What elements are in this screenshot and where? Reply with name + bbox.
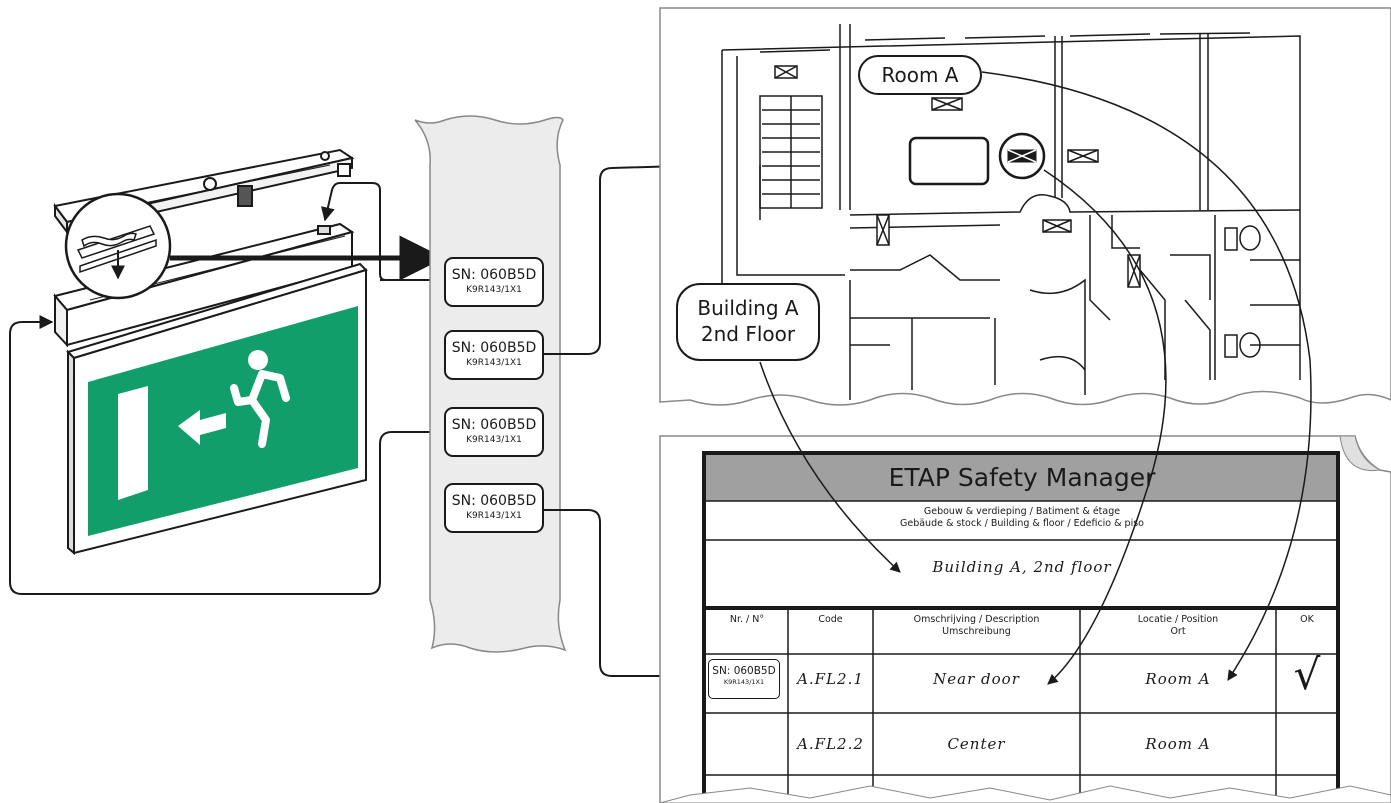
- row-location: Room A: [1145, 735, 1211, 753]
- magnifier-icon: [64, 192, 172, 300]
- sheet-title: ETAP Safety Manager: [888, 463, 1156, 492]
- pointer-arrow: [9, 315, 444, 595]
- serial-code: K9R143/1X1: [466, 358, 522, 368]
- sheet-subtitle-line2: Gebäude & stock / Building & floor / Ede…: [899, 518, 1144, 529]
- row-location: Room A: [1145, 670, 1211, 688]
- exit-sign-fixture: [53, 148, 368, 556]
- building-callout: Building A 2nd Floor: [676, 283, 820, 361]
- ok-checkmark: √: [1293, 650, 1321, 699]
- serial-label: SN: 060B5D K9R143/1X1: [444, 330, 544, 380]
- serial-code: K9R143/1X1: [466, 511, 522, 521]
- safety-sheet: [659, 435, 1391, 803]
- building-value: Building A, 2nd floor: [932, 558, 1112, 576]
- serial-number: SN: 060B5D: [451, 493, 537, 509]
- sheet-subtitle: Gebouw & verdieping / Batiment & étage G…: [706, 506, 1338, 530]
- serial-number: SN: 060B5D: [451, 340, 537, 356]
- room-callout: Room A: [858, 55, 982, 95]
- header-ok: OK: [1300, 614, 1314, 625]
- serial-label: SN: 060B5D K9R143/1X1: [444, 407, 544, 457]
- serial-number: SN: 060B5D: [451, 417, 537, 433]
- luminaire-icon: [774, 65, 1141, 288]
- serial-number: SN: 060B5D: [451, 267, 537, 283]
- header-location-line2: Ort: [1170, 626, 1186, 637]
- row-code: A.FL2.2: [797, 735, 864, 753]
- serial-label: SN: 060B5D K9R143/1X1: [444, 483, 544, 533]
- serial-code: K9R143/1X1: [723, 678, 765, 686]
- header-code: Code: [818, 614, 843, 625]
- pointer-arrow: [544, 509, 706, 683]
- pointer-arrow: [544, 153, 882, 355]
- table-row-serial-label: SN: 060B5D K9R143/1X1: [708, 659, 780, 699]
- row-description: Near door: [933, 670, 1020, 688]
- sheet-subtitle-line1: Gebouw & verdieping / Batiment & étage: [923, 506, 1121, 517]
- header-description-line2: Umschreibung: [942, 626, 1011, 637]
- serial-code: K9R143/1X1: [466, 435, 522, 445]
- header-location-line1: Locatie / Position: [1137, 614, 1219, 625]
- pointer-arrow: [321, 182, 402, 281]
- row-code: A.FL2.1: [797, 670, 864, 688]
- floorplan: [659, 7, 1391, 406]
- serial-code: K9R143/1X1: [466, 285, 522, 295]
- header-location: Locatie / Position Ort: [1080, 614, 1276, 638]
- header-description-line1: Omschrijving / Description: [913, 614, 1040, 625]
- leader-arrows: [759, 71, 1312, 685]
- label-tape: [414, 115, 567, 653]
- row-description: Center: [947, 735, 1006, 753]
- serial-number: SN: 060B5D: [712, 665, 776, 677]
- building-callout-line1: Building A: [697, 296, 799, 320]
- header-nr: Nr. / N°: [729, 614, 765, 625]
- header-description: Omschrijving / Description Umschreibung: [873, 614, 1080, 638]
- building-callout-line2: 2nd Floor: [700, 322, 796, 346]
- serial-label: SN: 060B5D K9R143/1X1: [444, 257, 544, 307]
